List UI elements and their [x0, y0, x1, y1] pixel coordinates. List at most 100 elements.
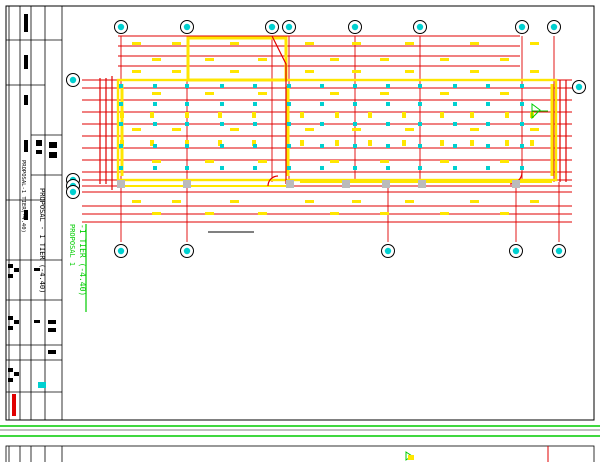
dimension-label [132, 42, 141, 45]
column-marker [353, 144, 357, 148]
dimension-label [500, 58, 509, 61]
grid-bubble-core [69, 76, 77, 84]
column-marker [453, 166, 457, 170]
grid-bubble-core [69, 188, 77, 196]
column-marker [287, 144, 291, 148]
grid-bubble-core [117, 23, 125, 31]
grid-bubble [180, 244, 194, 258]
column-marker [153, 122, 157, 126]
column-marker [287, 122, 291, 126]
column-marker [520, 144, 524, 148]
dimension-label [405, 200, 414, 203]
room-label [440, 112, 444, 118]
column-marker [253, 84, 257, 88]
dimension-label [172, 200, 181, 203]
column-marker [119, 122, 123, 126]
column-marker [185, 144, 189, 148]
room-label [218, 112, 222, 118]
room-label [402, 140, 406, 146]
dimension-label [440, 58, 449, 61]
column-marker [153, 84, 157, 88]
dimension-label [405, 128, 414, 131]
title-block [5, 5, 595, 421]
column-marker [119, 102, 123, 106]
dimension-label [470, 128, 479, 131]
grid-bubble [547, 20, 561, 34]
column-marker [220, 166, 224, 170]
dimension-label [258, 58, 267, 61]
column-marker [185, 166, 189, 170]
dimension-label [205, 58, 214, 61]
column-markers [119, 84, 524, 170]
dimension-label [470, 70, 479, 73]
sheet-separator [0, 425, 600, 437]
dimension-label [305, 70, 314, 73]
column-marker [520, 166, 524, 170]
column-marker [320, 166, 324, 170]
dimension-label [230, 42, 239, 45]
grid-bubble [381, 244, 395, 258]
red-details [99, 35, 567, 190]
column-marker [386, 144, 390, 148]
column-marker [453, 122, 457, 126]
dimension-label [380, 212, 389, 215]
room-label [402, 112, 406, 118]
dimension-label [132, 200, 141, 203]
dimension-label [500, 160, 509, 163]
column-footing [342, 180, 350, 188]
next-sheet-frame [5, 445, 595, 462]
sheet-title: PROPOSAL - 1 TIER (-4.40) [38, 188, 46, 293]
sheet-code: PROPOSAL-1 TIER(-4.40) [20, 160, 26, 233]
column-marker [353, 84, 357, 88]
dimension-label [352, 200, 361, 203]
dimension-label [152, 212, 161, 215]
column-footing [382, 180, 390, 188]
grid-bubble-core [268, 23, 276, 31]
dimension-label [305, 128, 314, 131]
dimension-label [440, 160, 449, 163]
dimension-label [470, 42, 479, 45]
room-label [218, 140, 222, 146]
column-marker [386, 102, 390, 106]
column-marker [520, 102, 524, 106]
grid-bubble-core [575, 83, 583, 91]
drawing-subtitle: PROPOSAL 1 [68, 224, 76, 266]
grid-bubble-core [117, 247, 125, 255]
column-marker [320, 102, 324, 106]
dimension-label [330, 212, 339, 215]
dimension-label [258, 160, 267, 163]
dimension-label [152, 92, 161, 95]
room-label [185, 140, 189, 146]
dimension-label [530, 200, 539, 203]
dimension-label [330, 160, 339, 163]
grid-bubble [66, 185, 80, 199]
dimension-label [330, 92, 339, 95]
room-label [252, 112, 256, 118]
column-marker [287, 102, 291, 106]
dimension-label [380, 92, 389, 95]
column-marker [418, 166, 422, 170]
column-marker [353, 166, 357, 170]
grid-bubble-core [351, 23, 359, 31]
room-label [530, 140, 534, 146]
grid-bubble-core [416, 23, 424, 31]
column-marker [253, 122, 257, 126]
grid-bubble [348, 20, 362, 34]
dimension-label [230, 70, 239, 73]
column-marker [119, 84, 123, 88]
dimension-label [500, 92, 509, 95]
next-sheet-label [408, 455, 414, 460]
room-label [335, 112, 339, 118]
room-label [505, 140, 509, 146]
column-marker [287, 84, 291, 88]
grid-bubble [265, 20, 279, 34]
dimension-label [530, 42, 539, 45]
column-marker [320, 144, 324, 148]
title-block-marks [8, 14, 57, 382]
column-footing [183, 180, 191, 188]
dimension-label [380, 58, 389, 61]
grid-bubble-core [183, 247, 191, 255]
grid-bubble [282, 20, 296, 34]
